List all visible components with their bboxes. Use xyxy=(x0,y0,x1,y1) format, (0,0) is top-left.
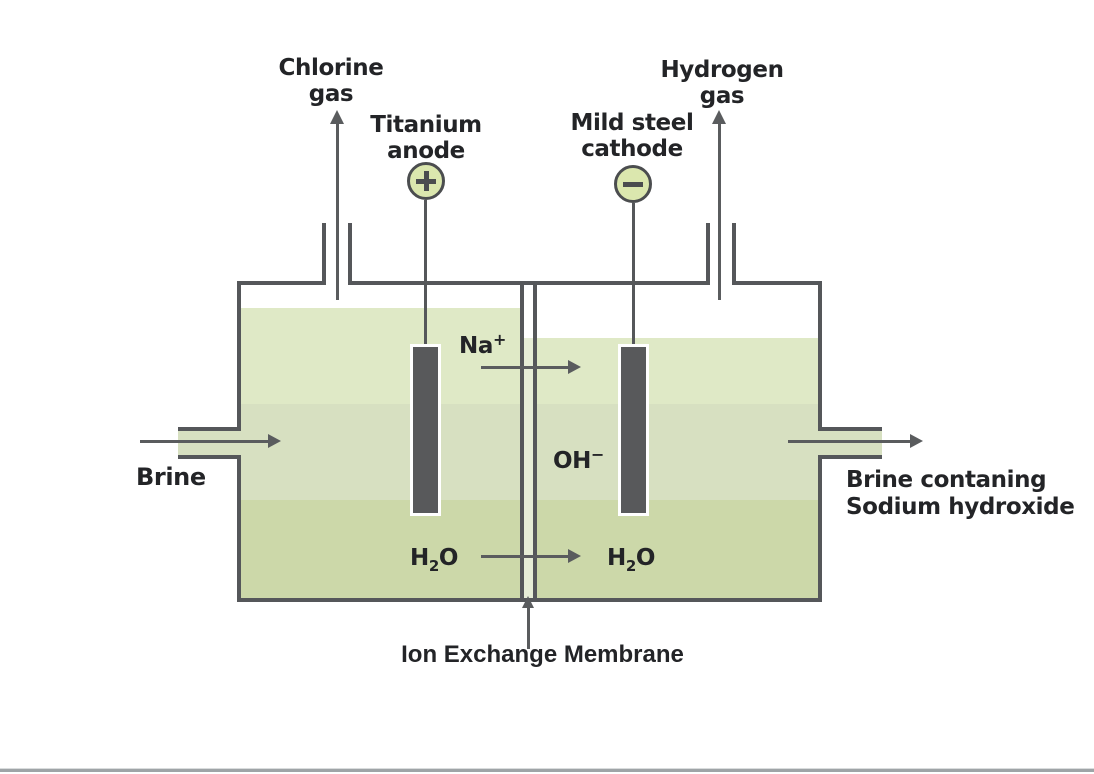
outlet-arrow-head xyxy=(910,434,923,448)
water-arrow-head xyxy=(568,549,581,563)
tank-right-wall-lower xyxy=(818,455,822,602)
water-left-label: H2O xyxy=(410,545,459,575)
outlet-pipe-fill xyxy=(818,431,882,455)
inlet-pipe-top-wall xyxy=(178,427,241,431)
sodium-ion-arrow-head xyxy=(568,360,581,374)
tank-right-wall-upper xyxy=(818,281,822,431)
outlet-pipe-bottom-wall xyxy=(822,455,882,459)
cathode-liquid-bottom-band xyxy=(537,500,818,598)
water-arrow-shaft xyxy=(481,555,568,558)
membrane-pointer-head xyxy=(522,596,534,608)
anode-liquid-bottom-band xyxy=(241,500,520,598)
chlorine-gas-arrow-head xyxy=(330,110,344,124)
mild-steel-cathode-electrode xyxy=(618,344,649,516)
sodium-ion-label: Na+ xyxy=(459,330,506,359)
bottom-divider-highlight xyxy=(0,768,1094,769)
titanium-anode-electrode xyxy=(410,344,441,516)
hydrogen-vent-left-wall xyxy=(706,223,710,285)
anode-wire xyxy=(424,200,427,347)
tank-top-edge-left xyxy=(237,281,322,285)
water-right-label: H2O xyxy=(607,545,656,575)
hydrogen-vent-right-wall xyxy=(732,223,736,285)
outlet-pipe-top-wall xyxy=(822,427,882,431)
membrane-right-line xyxy=(533,281,537,602)
hydroxide-ion-label: OH− xyxy=(553,445,605,474)
tank-left-wall-lower xyxy=(237,455,241,602)
anode-terminal xyxy=(407,162,445,200)
chlorine-gas-arrow-shaft xyxy=(336,122,339,300)
chlorine-vent-left-wall xyxy=(322,223,326,285)
outlet-label: Brine contaning Sodium hydroxide xyxy=(846,467,1075,520)
membrane-left-line xyxy=(520,281,524,602)
cathode-terminal xyxy=(614,165,652,203)
hydrogen-gas-arrow-shaft xyxy=(718,122,721,300)
titanium-anode-label: Titanium anode xyxy=(370,112,482,164)
cathode-wire xyxy=(632,203,635,347)
chlorine-vent-right-wall xyxy=(348,223,352,285)
membrane-pointer-shaft xyxy=(527,607,530,649)
cathode-liquid-top-band xyxy=(537,338,818,404)
sodium-ion-arrow-shaft xyxy=(481,366,568,369)
anode-liquid-middle-band xyxy=(241,404,520,500)
cathode-liquid-middle-band xyxy=(537,404,818,500)
ion-exchange-membrane-label: Ion Exchange Membrane xyxy=(401,641,684,668)
tank-top-edge-middle xyxy=(352,281,706,285)
brine-label: Brine xyxy=(136,463,206,491)
bottom-divider xyxy=(0,769,1094,772)
tank-left-wall-upper xyxy=(237,281,241,431)
hydrogen-gas-label: Hydrogen gas xyxy=(660,57,784,109)
tank-top-edge-right xyxy=(736,281,822,285)
hydrogen-gas-arrow-head xyxy=(712,110,726,124)
chlorine-gas-label: Chlorine gas xyxy=(278,55,384,107)
brine-inlet-arrow-shaft xyxy=(140,440,268,443)
mild-steel-cathode-label: Mild steel cathode xyxy=(570,110,694,162)
membrane-gap-fill xyxy=(524,338,533,598)
anode-liquid-top-band xyxy=(241,308,520,404)
outlet-arrow-shaft xyxy=(788,440,910,443)
inlet-pipe-fill xyxy=(178,431,241,455)
inlet-pipe-bottom-wall xyxy=(178,455,241,459)
brine-inlet-arrow-head xyxy=(268,434,281,448)
